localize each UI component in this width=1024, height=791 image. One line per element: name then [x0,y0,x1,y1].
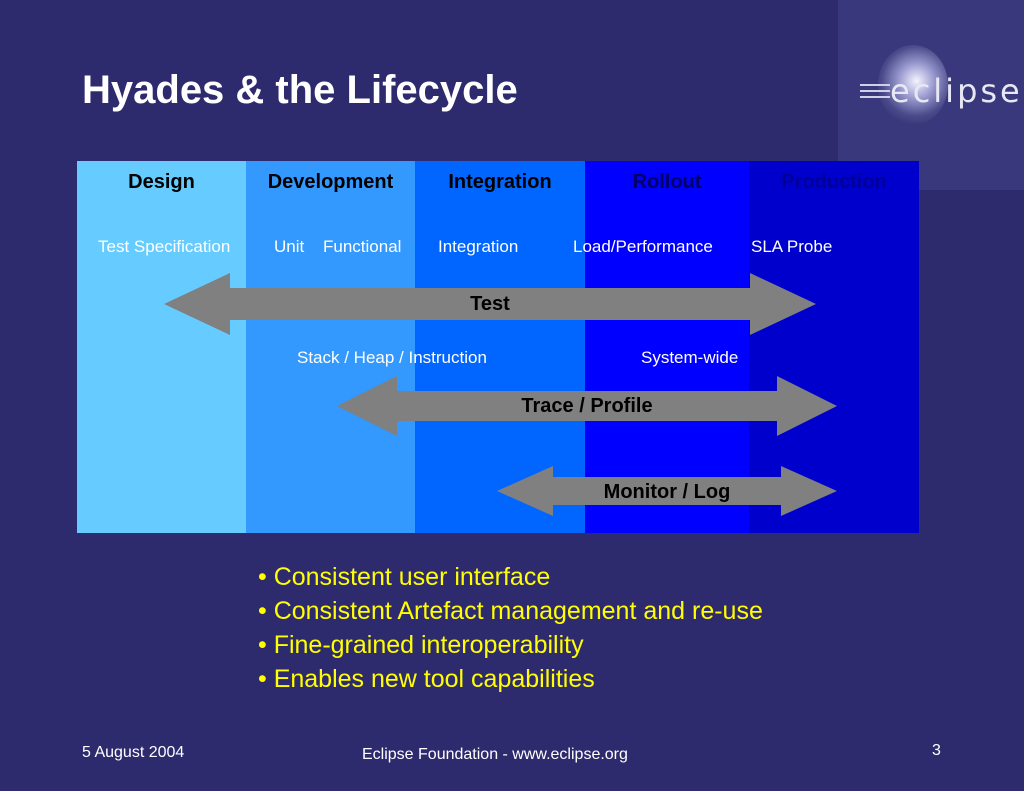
eclipse-logo: eclipse [838,0,1024,190]
benefits-list: • Consistent user interface • Consistent… [258,560,763,696]
footer-text: Eclipse Foundation - www.eclipse.org [362,746,628,763]
arrows-layer [164,273,837,516]
eclipse-logo-text: eclipse [890,72,1023,110]
slide-title: Hyades & the Lifecycle [82,68,518,112]
lifecycle-diagram: Design Development Integration Rollout P… [77,161,919,533]
label-sla-probe: SLA Probe [751,237,833,256]
test-arrow [164,273,816,335]
label-integration: Integration [438,237,519,256]
monitor-log-arrow [497,466,837,516]
phase-header-design: Design [128,171,195,193]
trace-profile-arrow-label: Trace / Profile [521,395,653,417]
phase-band-rollout: Rollout [585,161,749,533]
phase-band-design: Design [77,161,246,533]
phase-header-development: Development [267,171,394,193]
phase-band-integration: Integration [415,161,585,533]
test-arrow-label: Test [470,293,510,315]
label-unit: Unit [274,237,305,256]
footer-date: 5 August 2004 [82,744,185,761]
phase-band-production: Production [749,161,919,533]
phase-band-development: Development [246,161,415,533]
label-test-specification: Test Specification [98,237,231,256]
monitor-log-arrow-label: Monitor / Log [603,481,731,503]
eclipse-logo-lines [860,84,890,104]
label-system-wide: System-wide [641,348,739,367]
phase-header-integration: Integration [448,171,552,193]
list-item: • Enables new tool capabilities [258,665,595,693]
trace-profile-arrow [337,376,837,436]
label-stack-heap-instruction: Stack / Heap / Instruction [297,348,487,367]
phase-header-production: Production [781,171,887,193]
list-item: • Consistent user interface [258,563,551,591]
phase-header-rollout: Rollout [632,171,702,193]
label-functional: Functional [323,237,402,256]
page-number: 3 [932,742,941,759]
label-load-performance: Load/Performance [573,237,713,256]
list-item: • Consistent Artefact management and re-… [258,597,763,625]
list-item: • Fine-grained interoperability [258,631,584,659]
